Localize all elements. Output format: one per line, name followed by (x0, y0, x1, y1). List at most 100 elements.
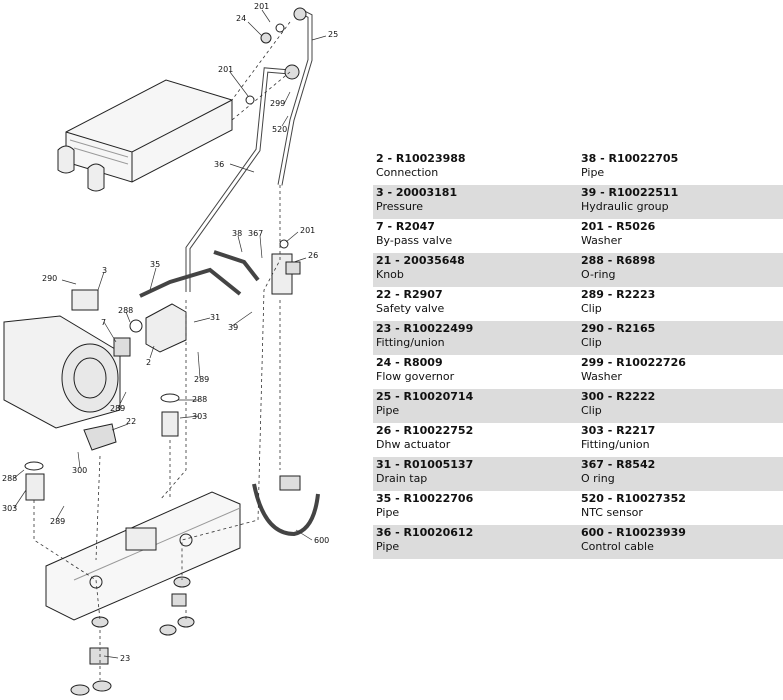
part-code: 38 - R10022705 (581, 152, 679, 165)
part-code: 303 - R2217 (581, 424, 656, 437)
callout-201-right: 201 (300, 226, 315, 235)
part-code: 21 - 20035648 (376, 254, 465, 267)
pipe-38 (213, 250, 260, 282)
callout-303-mid: 303 (192, 412, 207, 421)
part-description: Hydraulic group (581, 200, 669, 213)
callout-7: 7 (101, 318, 106, 327)
callout-303-bottom: 303 (2, 504, 17, 513)
part-code: 7 - R2047 (376, 220, 435, 233)
callout-520: 520 (272, 125, 287, 134)
part-description: Pipe (581, 166, 605, 179)
callout-36: 36 (214, 160, 224, 169)
part-code: 24 - R8009 (376, 356, 443, 369)
part-description: Pipe (376, 540, 400, 553)
part-code: 520 - R10027352 (581, 492, 686, 505)
callout-289-left: 289 (110, 404, 125, 413)
base-frame (45, 491, 241, 621)
part-description: Control cable (581, 540, 654, 553)
callout-288-mid: 288 (192, 395, 207, 404)
part-code: 39 - R10022511 (581, 186, 679, 199)
callout-289-mid: 289 (194, 375, 209, 384)
pump (3, 315, 121, 429)
callout-39: 39 (228, 323, 238, 332)
part-code: 299 - R10022726 (581, 356, 686, 369)
part-code: 290 - R2165 (581, 322, 656, 335)
pipe-35 (139, 267, 242, 298)
callout-600: 600 (314, 536, 329, 545)
part-description: Pipe (376, 404, 400, 417)
part-code: 31 - R01005137 (376, 458, 474, 471)
part-code: 288 - R6898 (581, 254, 656, 267)
callout-288-top: 288 (118, 306, 133, 315)
callout-2: 2 (146, 358, 151, 367)
part-code: 25 - R10020714 (376, 390, 474, 403)
part-description: O-ring (581, 268, 616, 281)
part-code: 300 - R2222 (581, 390, 656, 403)
part-code: 35 - R10022706 (376, 492, 474, 505)
part-description: Connection (376, 166, 439, 179)
callout-31: 31 (210, 313, 220, 322)
callout-26: 26 (308, 251, 318, 260)
part-code: 22 - R2907 (376, 288, 443, 301)
part-code: 3 - 20003181 (376, 186, 458, 199)
callout-289-bottom: 289 (50, 517, 65, 526)
callout-3: 3 (102, 266, 107, 275)
part-description: Safety valve (376, 302, 445, 315)
part-code: 367 - R8542 (581, 458, 656, 471)
part-description: Knob (376, 268, 404, 281)
callout-25: 25 (328, 30, 338, 39)
callout-290: 290 (42, 274, 57, 283)
part-description: Pressure (376, 200, 423, 213)
callout-23: 23 (120, 654, 130, 663)
heat-exchanger (57, 79, 233, 192)
callout-labels: 201 24 25 201 299 520 36 201 38 367 26 3… (2, 2, 338, 663)
part-description: Clip (581, 336, 602, 349)
part-description: Clip (581, 302, 602, 315)
callout-367: 367 (248, 229, 263, 238)
callout-24: 24 (236, 14, 246, 23)
part-description: Dhw actuator (376, 438, 451, 451)
callout-22: 22 (126, 417, 136, 426)
part-description: Washer (581, 234, 622, 247)
callout-299: 299 (270, 99, 285, 108)
callout-38: 38 (232, 229, 242, 238)
callout-300: 300 (72, 466, 87, 475)
part-code: 289 - R2223 (581, 288, 656, 301)
part-code: 26 - R10022752 (376, 424, 474, 437)
part-description: By-pass valve (376, 234, 453, 247)
callout-288-bottom: 288 (2, 474, 17, 483)
part-description: Flow governor (376, 370, 455, 383)
part-description: Drain tap (376, 472, 428, 485)
part-code: 201 - R5026 (581, 220, 656, 233)
exploded-view-diagram: 201 24 25 201 299 520 36 201 38 367 26 3… (2, 2, 338, 696)
part-description: Clip (581, 404, 602, 417)
part-description: O ring (581, 472, 615, 485)
part-description: Fitting/union (581, 438, 650, 451)
